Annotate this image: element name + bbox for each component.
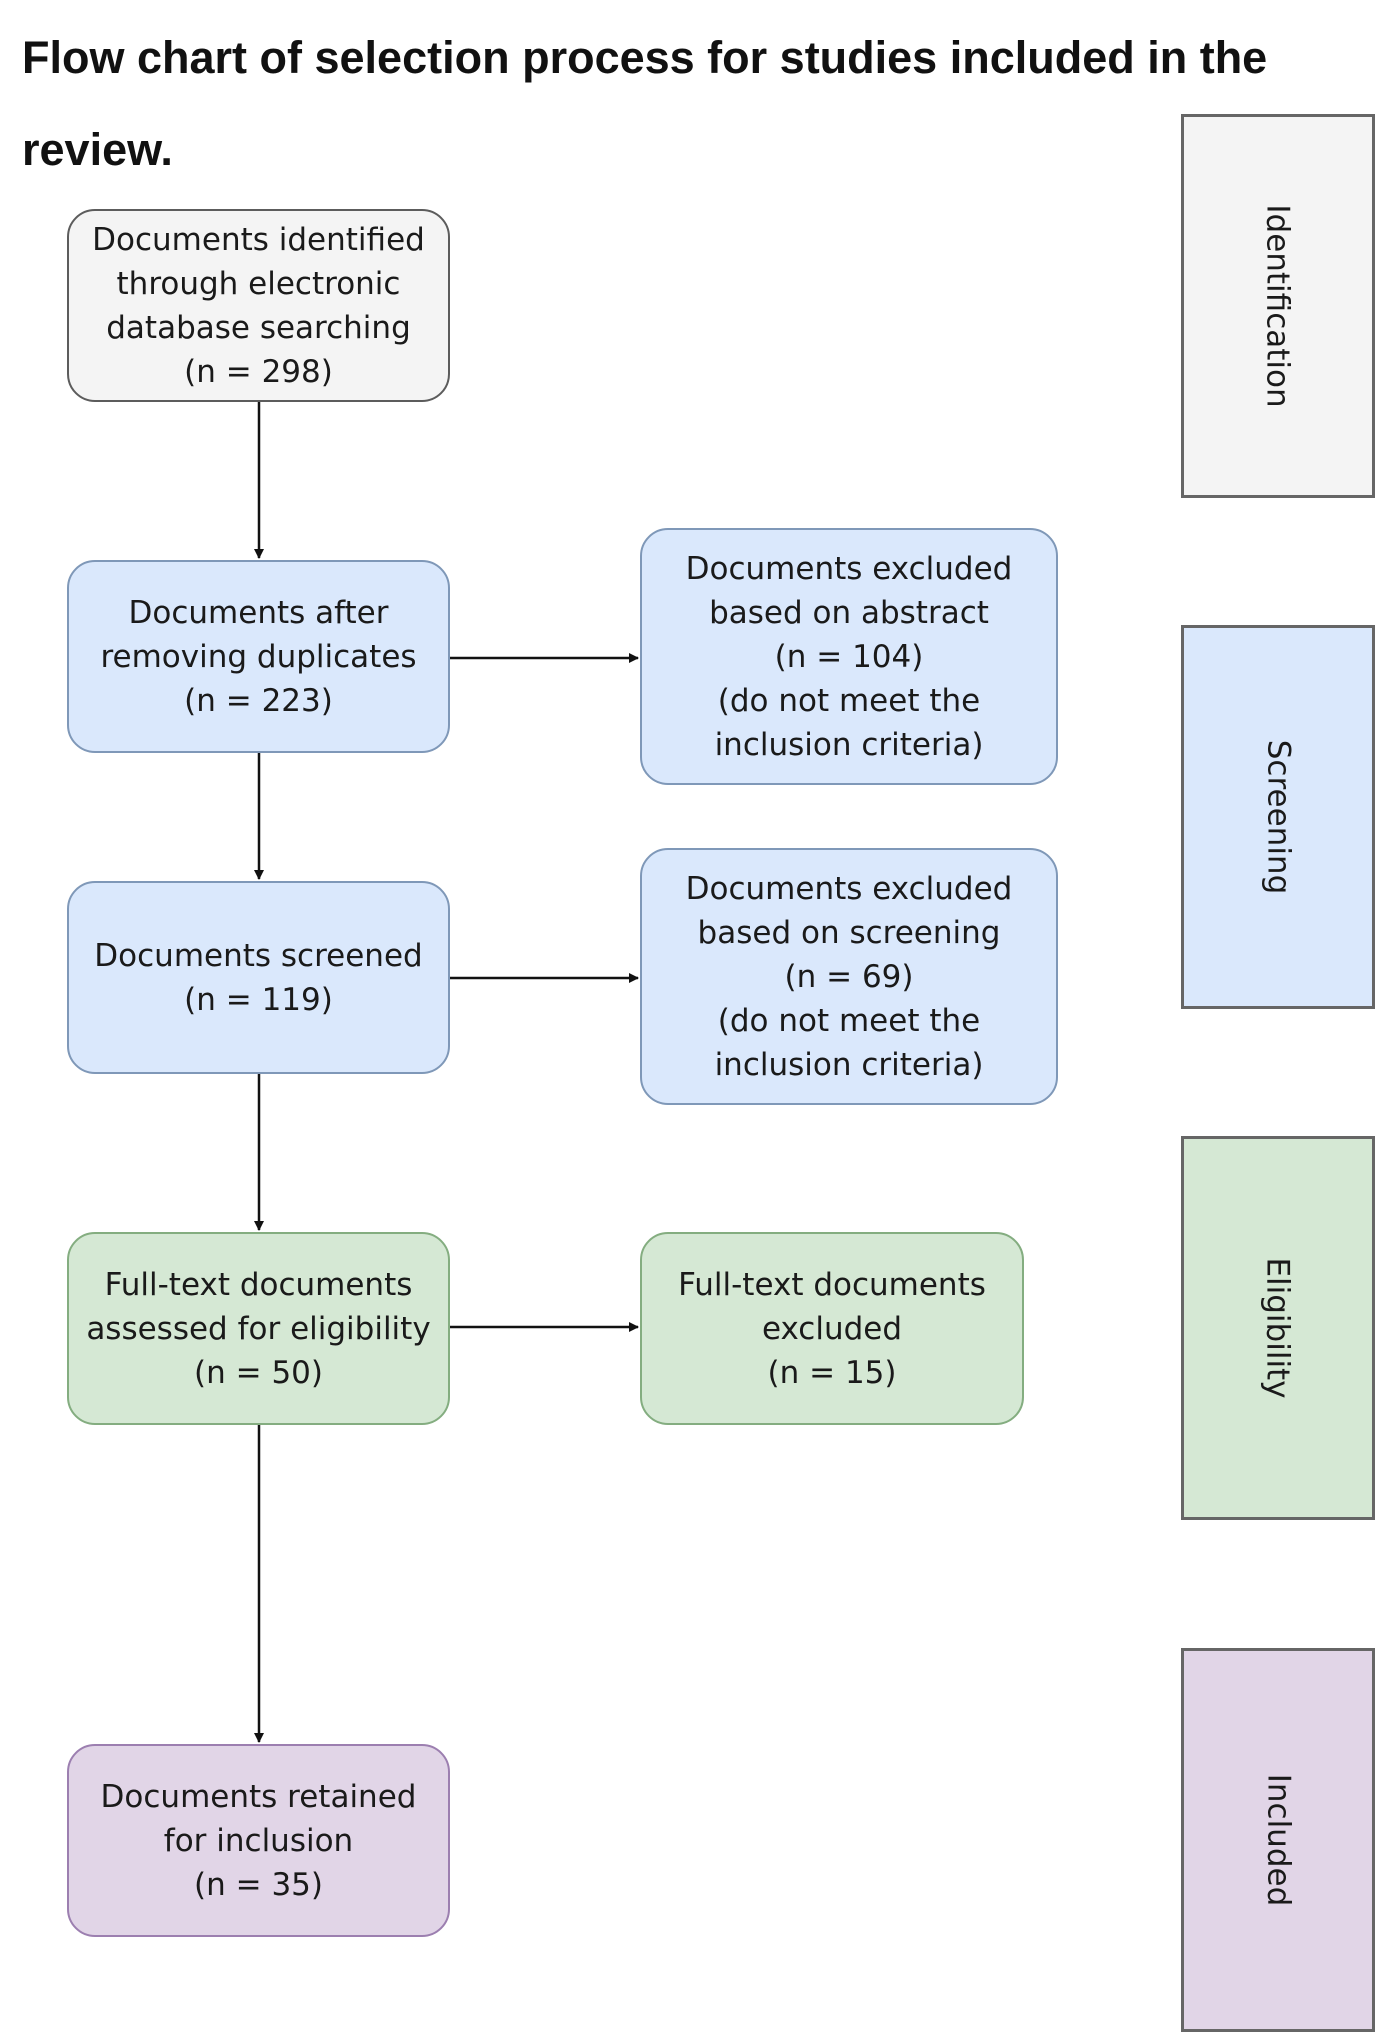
stage-included: Included — [1181, 1648, 1375, 2032]
stage-screening: Screening — [1181, 625, 1375, 1009]
box-excluded-abstract: Documents excluded based on abstract (n … — [640, 528, 1058, 785]
box-documents-identified: Documents identified through electronic … — [67, 209, 450, 402]
box-documents-screened: Documents screened (n = 119) — [67, 881, 450, 1074]
diagram-title: Flow chart of selection process for stud… — [22, 32, 1268, 175]
box-fulltext-excluded: Full-text documents excluded (n = 15) — [640, 1232, 1024, 1425]
stage-identification: Identification — [1181, 114, 1375, 498]
stage-eligibility: Eligibility — [1181, 1136, 1375, 1520]
box-documents-retained: Documents retained for inclusion (n = 35… — [67, 1744, 450, 1937]
box-after-duplicates: Documents after removing duplicates (n =… — [67, 560, 450, 753]
box-fulltext-assessed: Full-text documents assessed for eligibi… — [67, 1232, 450, 1425]
box-excluded-screening: Documents excluded based on screening (n… — [640, 848, 1058, 1105]
